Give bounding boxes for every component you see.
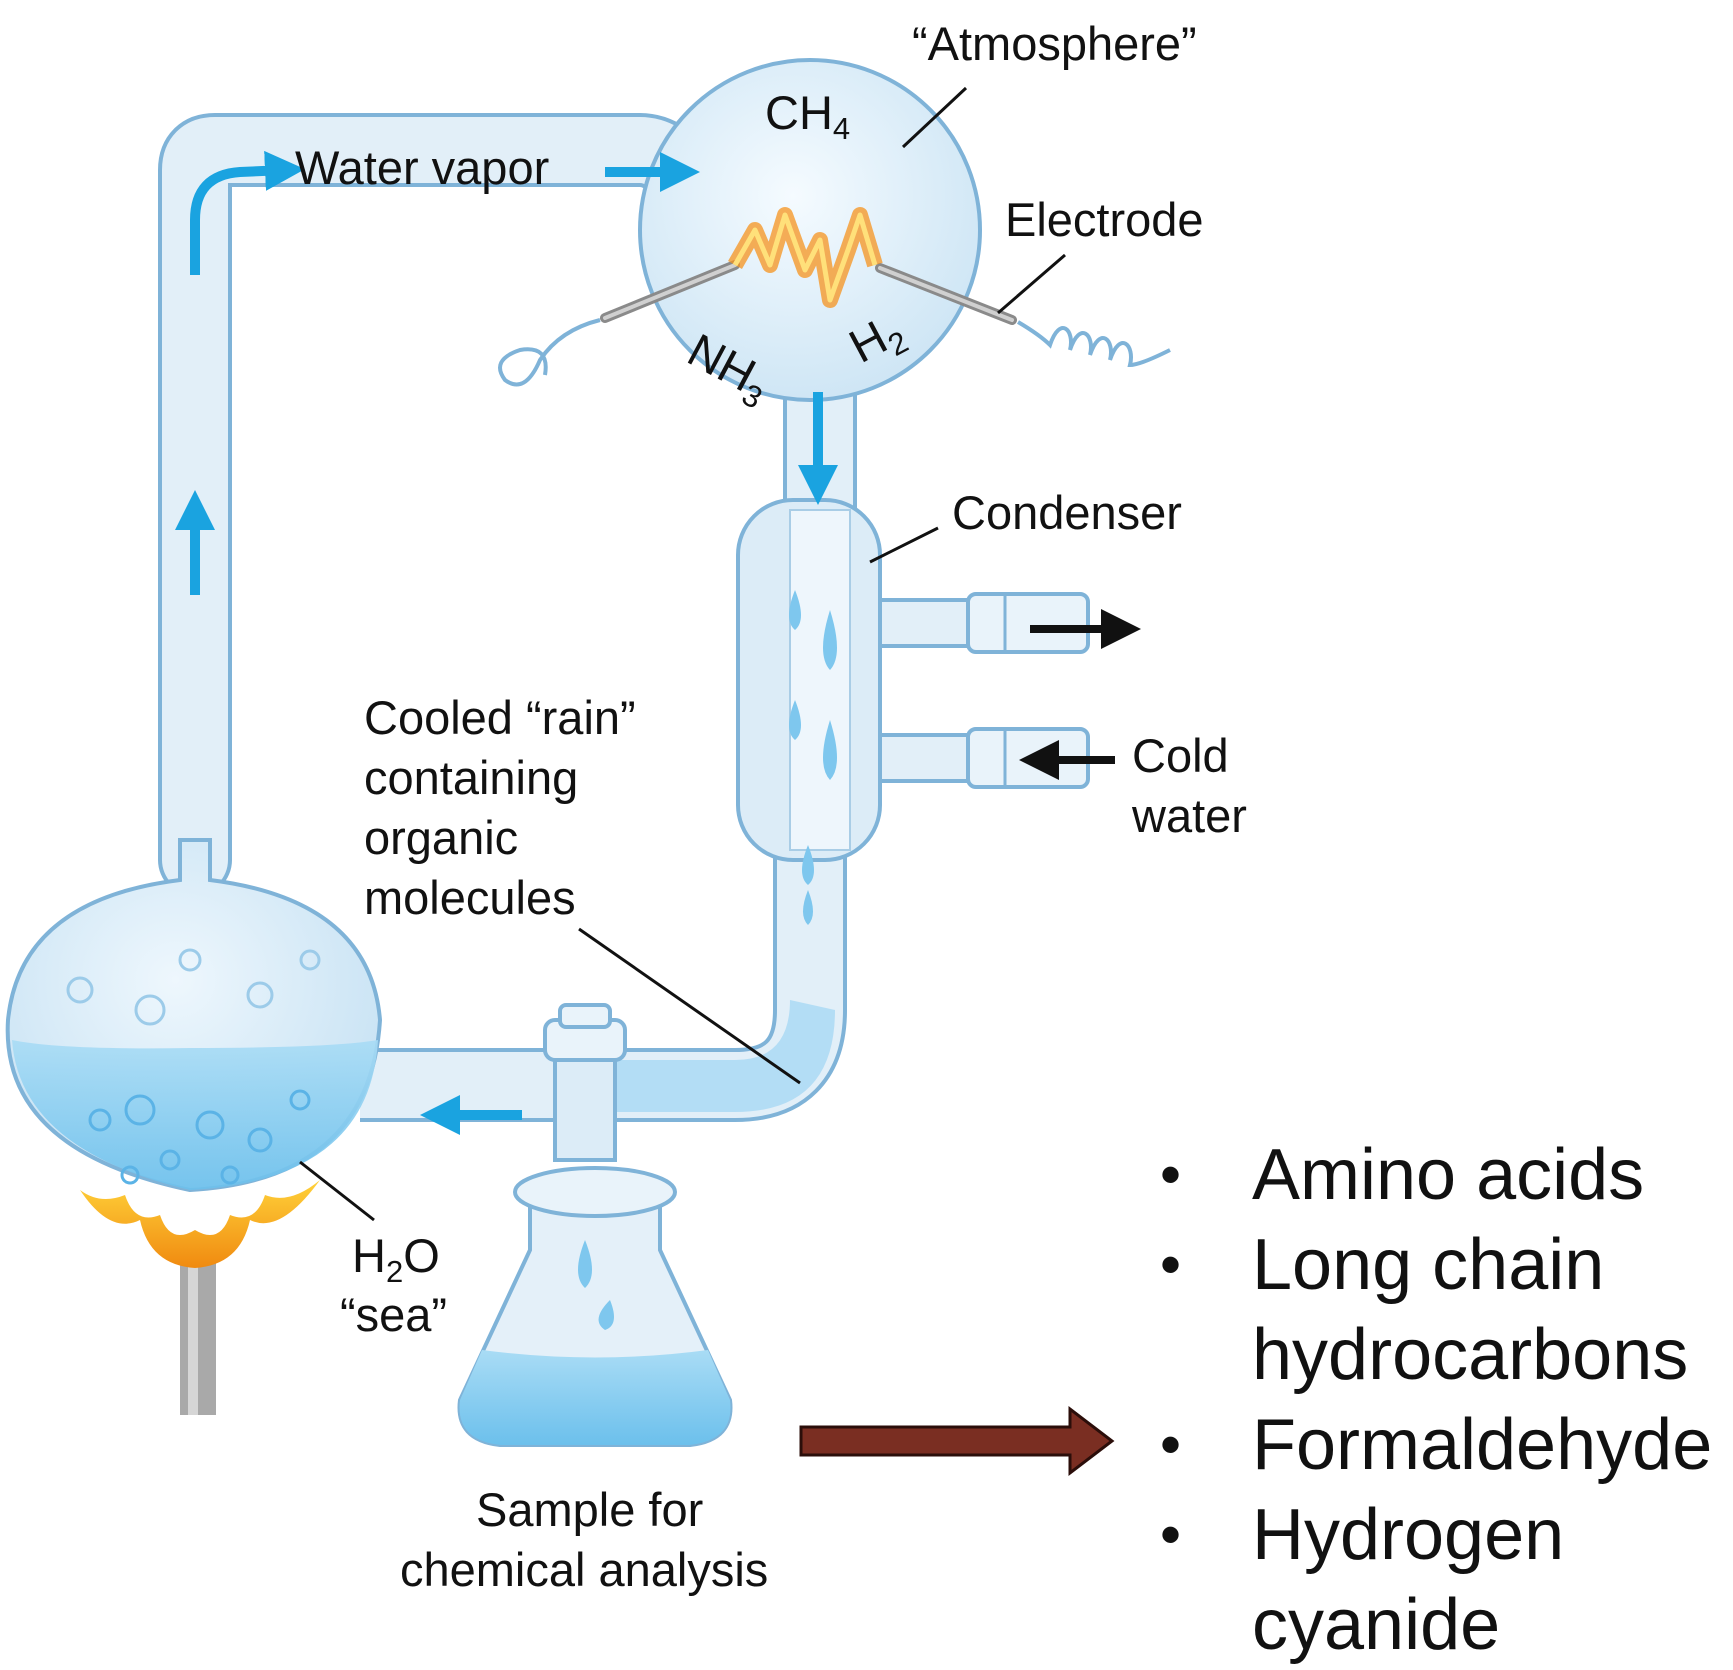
product-item: Hydrogen cyanide bbox=[1160, 1490, 1730, 1670]
electrodes bbox=[498, 260, 1171, 387]
condenser bbox=[736, 498, 882, 925]
result-arrow bbox=[799, 1405, 1115, 1477]
h2o-formula: H2O bbox=[352, 1229, 440, 1289]
rain-label-line3: organic bbox=[364, 811, 519, 864]
products-list: Amino acids Long chain hydrocarbons Form… bbox=[1160, 1130, 1730, 1670]
product-item: Long chain hydrocarbons bbox=[1160, 1220, 1730, 1400]
atmosphere-flask bbox=[638, 58, 982, 402]
cold-water-label-line2: water bbox=[1132, 789, 1247, 842]
sea-label-line2: “sea” bbox=[340, 1288, 448, 1341]
product-item: Formaldehyde bbox=[1160, 1400, 1730, 1490]
sample-label-line2: chemical analysis bbox=[400, 1543, 769, 1596]
flow-arrows bbox=[175, 150, 1141, 1135]
product-item: Amino acids bbox=[1160, 1130, 1730, 1220]
boiling-flask bbox=[5, 838, 383, 1193]
ch4-formula: CH4 bbox=[765, 86, 851, 146]
leader-lines bbox=[299, 86, 1066, 1222]
bunsen-burner bbox=[80, 1180, 320, 1415]
sample-label-line1: Sample for bbox=[476, 1483, 704, 1536]
sample-flask bbox=[457, 1003, 733, 1447]
atmosphere-label: “Atmosphere” bbox=[912, 17, 1197, 70]
rain-label-line2: containing bbox=[364, 751, 579, 804]
rain-label-line1: Cooled “rain” bbox=[364, 691, 636, 744]
rain-label-line4: molecules bbox=[364, 871, 576, 924]
cold-water-label-line1: Cold bbox=[1132, 729, 1229, 782]
water-vapor-label: Water vapor bbox=[295, 141, 550, 194]
condenser-label: Condenser bbox=[952, 486, 1182, 539]
electric-spark bbox=[728, 207, 883, 308]
electrode-label: Electrode bbox=[1005, 193, 1204, 246]
